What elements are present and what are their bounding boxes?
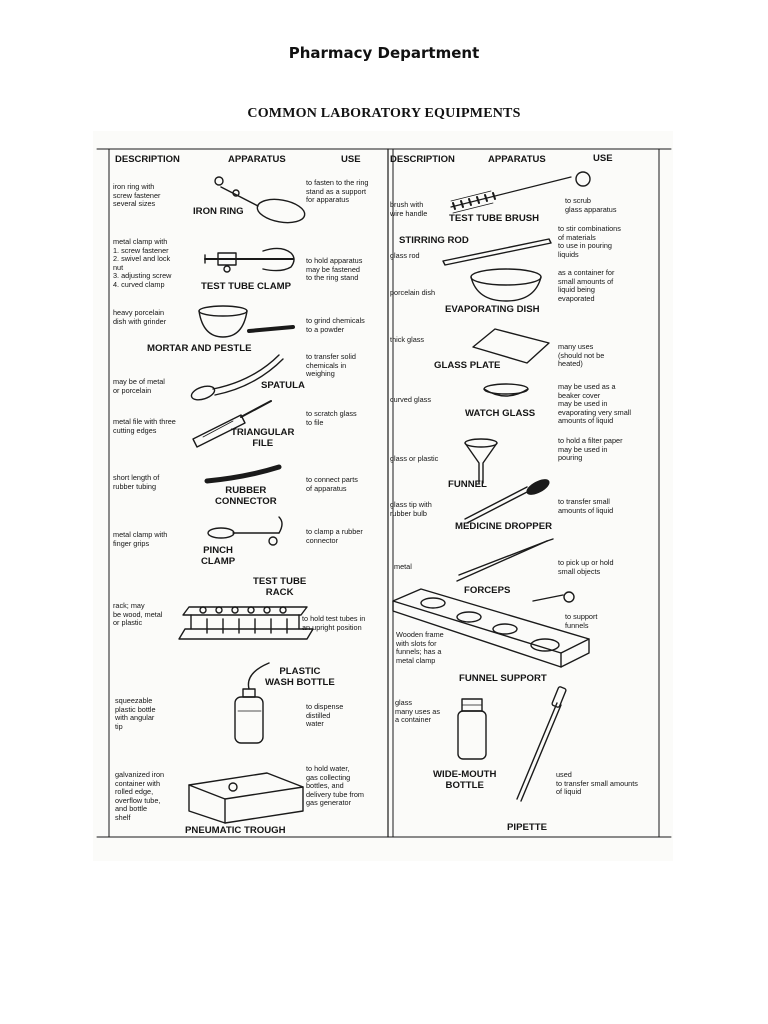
- evaporating-dish-use: as a container for small amounts of liqu…: [558, 268, 615, 303]
- test-tube-clamp-label: TEST TUBE CLAMP: [201, 281, 292, 292]
- rubber-connector-description: short length of rubber tubing: [113, 473, 160, 491]
- watch-glass-use: may be used as a beaker cover may be use…: [558, 382, 632, 426]
- funnel-use: to hold a filter paper may be used in po…: [558, 436, 623, 463]
- stirring-rod-label: STIRRING ROD: [399, 235, 469, 246]
- test-tube-clamp-description: metal clamp with 1. screw fastener 2. sw…: [113, 237, 172, 289]
- department-heading: Pharmacy Department: [288, 44, 480, 62]
- pneumatic-trough-icon: [188, 772, 304, 824]
- header-use-left: USE: [341, 154, 361, 165]
- spatula-use: to transfer solid chemicals in weighing: [306, 352, 356, 379]
- spatula-icon: [190, 354, 284, 401]
- header-description-right: DESCRIPTION: [390, 154, 455, 165]
- watch-glass-icon: [483, 383, 529, 397]
- evaporating-dish-label: EVAPORATING DISH: [445, 304, 540, 315]
- medicine-dropper-use: to transfer small amounts of liquid: [558, 497, 614, 515]
- funnel-support-icon: [392, 588, 590, 668]
- pipette-use: used to transfer small amounts of liquid: [556, 770, 638, 797]
- equipment-chart: DESCRIPTION APPARATUS USE DESCRIPTION AP…: [93, 131, 673, 861]
- test-tube-rack-label: TEST TUBE RACK: [253, 576, 307, 598]
- funnel-support-label: FUNNEL SUPPORT: [459, 673, 547, 684]
- header-description-left: DESCRIPTION: [115, 154, 180, 165]
- pipette-icon: [516, 686, 567, 802]
- wash-bottle-icon: [234, 662, 270, 744]
- triangular-file-icon: [192, 400, 272, 448]
- test-tube-rack-description: rack; may be wood, metal or plastic: [113, 601, 163, 628]
- medicine-dropper-label: MEDICINE DROPPER: [455, 521, 553, 532]
- rubber-connector-icon: [204, 464, 282, 484]
- watch-glass-label: WATCH GLASS: [465, 408, 536, 419]
- rubber-connector-use: to connect parts of apparatus: [306, 475, 358, 493]
- mortar-pestle-use: to grind chemicals to a powder: [306, 316, 365, 334]
- pinch-clamp-label: PINCH CLAMP: [201, 545, 236, 567]
- glass-plate-description: thick glass: [390, 335, 425, 344]
- glass-plate-use: many uses (should not be heated): [558, 342, 605, 369]
- forceps-description: metal: [394, 562, 412, 571]
- wash-bottle-label: PLASTIC WASH BOTTLE: [265, 666, 335, 688]
- funnel-icon: [464, 438, 498, 484]
- test-tube-rack-icon: [178, 606, 314, 640]
- test-tube-rack-use: to hold test tubes in an upright positio…: [302, 614, 366, 632]
- iron-ring-use: to fasten to the ring stand as a support…: [306, 178, 369, 205]
- rubber-connector-label: RUBBER CONNECTOR: [215, 485, 277, 507]
- pinch-clamp-icon: [207, 516, 283, 546]
- wide-mouth-bottle-icon: [457, 698, 487, 760]
- header-use-right: USE: [593, 153, 613, 164]
- iron-ring-icon: [214, 176, 306, 224]
- pipette-label: PIPETTE: [507, 822, 547, 833]
- wide-mouth-bottle-description: glass many uses as a container: [395, 698, 441, 725]
- pneumatic-trough-description: galvanized iron container with rolled ed…: [115, 770, 165, 822]
- watch-glass-description: curved glass: [390, 395, 431, 404]
- funnel-description: glass or plastic: [390, 454, 439, 463]
- triangular-file-use: to scratch glass to file: [306, 409, 357, 427]
- test-tube-brush-description: brush with wire handle: [390, 200, 428, 218]
- pinch-clamp-use: to clamp a rubber connector: [306, 527, 363, 545]
- wash-bottle-description: squeezable plastic bottle with angular t…: [115, 696, 156, 731]
- stirring-rod-description: glass rod: [390, 251, 420, 260]
- pneumatic-trough-label: PNEUMATIC TROUGH: [185, 825, 286, 836]
- test-tube-brush-label: TEST TUBE BRUSH: [449, 213, 540, 224]
- pinch-clamp-description: metal clamp with finger grips: [113, 530, 168, 548]
- mortar-pestle-icon: [198, 305, 295, 338]
- forceps-icon: [456, 538, 554, 582]
- wash-bottle-use: to dispense distilled water: [306, 702, 344, 729]
- test-tube-brush-use: to scrub glass apparatus: [565, 196, 617, 214]
- evaporating-dish-icon: [470, 268, 542, 302]
- glass-plate-label: GLASS PLATE: [434, 360, 501, 371]
- forceps-use: to pick up or hold small objects: [558, 558, 614, 576]
- glass-plate-icon: [472, 328, 550, 364]
- forceps-label: FORCEPS: [464, 585, 511, 596]
- test-tube-clamp-icon: [204, 247, 295, 273]
- test-tube-brush-icon: [450, 171, 591, 214]
- mortar-pestle-label: MORTAR AND PESTLE: [147, 343, 252, 354]
- funnel-label: FUNNEL: [448, 479, 487, 490]
- stirring-rod-use: to stir combinations of materials to use…: [558, 224, 621, 259]
- header-apparatus-left: APPARATUS: [228, 154, 286, 165]
- page-title: COMMON LABORATORY EQUIPMENTS: [247, 106, 521, 121]
- stirring-rod-icon: [442, 238, 552, 266]
- medicine-dropper-icon: [464, 479, 550, 524]
- iron-ring-description: iron ring with screw fastener several si…: [113, 182, 161, 209]
- triangular-file-label: TRIANGULAR FILE: [231, 427, 295, 449]
- evaporating-dish-description: porcelain dish: [390, 288, 436, 297]
- header-apparatus-right: APPARATUS: [488, 154, 546, 165]
- funnel-support-description: Wooden frame with slots for funnels; has…: [396, 630, 444, 665]
- mortar-pestle-description: heavy porcelain dish with grinder: [113, 308, 167, 326]
- spatula-label: SPATULA: [261, 380, 305, 391]
- triangular-file-description: metal file with three cutting edges: [113, 417, 176, 435]
- apparatus-drawings: [96, 148, 672, 838]
- wide-mouth-bottle-label: WIDE-MOUTH BOTTLE: [433, 769, 497, 791]
- iron-ring-label: IRON RING: [193, 206, 244, 217]
- medicine-dropper-description: glass tip with rubber bulb: [390, 500, 432, 518]
- test-tube-clamp-use: to hold apparatus may be fastened to the…: [306, 256, 363, 283]
- pneumatic-trough-use: to hold water, gas collecting bottles, a…: [306, 764, 364, 808]
- funnel-support-use: to support funnels: [565, 612, 598, 630]
- spatula-description: may be of metal or porcelain: [113, 377, 165, 395]
